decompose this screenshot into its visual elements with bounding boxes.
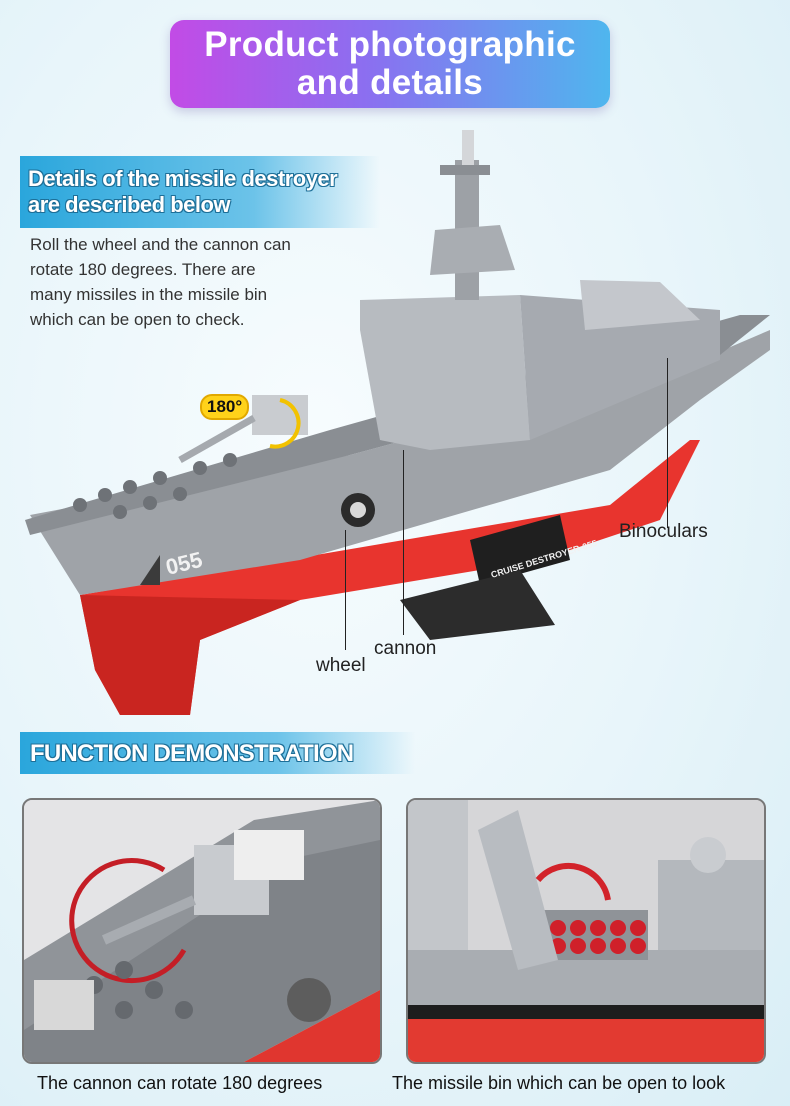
page-title-line1: Product photographic xyxy=(204,25,576,64)
function-demonstration-banner: FUNCTION DEMONSTRATION xyxy=(20,732,415,774)
left-photo-caption: The cannon can rotate 180 degrees xyxy=(37,1073,323,1093)
details-banner-line2: are described below xyxy=(28,192,231,217)
wheel-label: wheel xyxy=(316,655,366,676)
binoculars-leader-line xyxy=(667,358,668,528)
wheel-leader-line xyxy=(345,530,346,650)
binoculars-label: Binoculars xyxy=(619,521,708,542)
page-title-banner: Product photographic and details xyxy=(170,20,610,108)
missile-bin-detail-photo xyxy=(406,798,766,1064)
cannon-detail-photo xyxy=(22,798,382,1064)
rotation-180-badge: 180° xyxy=(200,394,250,420)
cannon-leader-line xyxy=(403,450,404,635)
page-title-line2: and details xyxy=(296,63,484,102)
cannon-label: cannon xyxy=(374,638,437,659)
details-section-banner: Details of the missile destroyer are des… xyxy=(20,156,380,228)
destroyer-illustration: 055 CRUISE DESTROYER-055 xyxy=(25,130,770,715)
right-photo-caption: The missile bin which can be open to loo… xyxy=(392,1073,726,1093)
product-description: Roll the wheel and the cannon can rotate… xyxy=(30,235,291,329)
details-banner-line1: Details of the missile destroyer xyxy=(28,166,338,191)
